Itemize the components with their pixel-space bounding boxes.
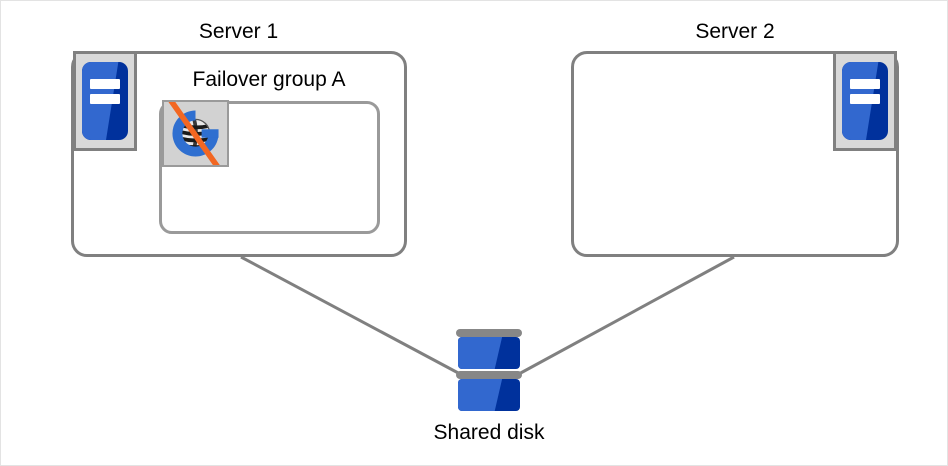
disk-drum-sheen — [458, 337, 503, 369]
disk-drum-top — [458, 337, 520, 369]
server-icon-body — [82, 62, 128, 140]
server-icon-bar-top — [90, 79, 120, 90]
server-icon-bar-bottom — [90, 94, 120, 104]
shared-disk-label: Shared disk — [433, 421, 545, 444]
server-icon-body — [842, 62, 888, 140]
disk-drum-bottom — [458, 379, 520, 411]
shared-disk-icon — [456, 329, 522, 413]
server-icon-bar-bottom — [850, 94, 880, 104]
failover-group-icon — [162, 100, 229, 167]
server-icon-bar-top — [850, 79, 880, 90]
disabled-slash-icon — [168, 102, 220, 165]
server1-title: Server 1 — [198, 20, 279, 43]
disk-plate-top — [456, 329, 522, 337]
server2-title: Server 2 — [695, 20, 775, 43]
connector-server2-to-disk — [516, 255, 735, 377]
disk-plate-bottom — [456, 371, 522, 379]
disk-drum-sheen — [458, 379, 503, 411]
server1-server-icon — [73, 51, 137, 151]
failover-group-label: Failover group A — [192, 68, 346, 91]
server2-server-icon — [833, 51, 897, 151]
connector-server1-to-disk — [240, 255, 463, 377]
